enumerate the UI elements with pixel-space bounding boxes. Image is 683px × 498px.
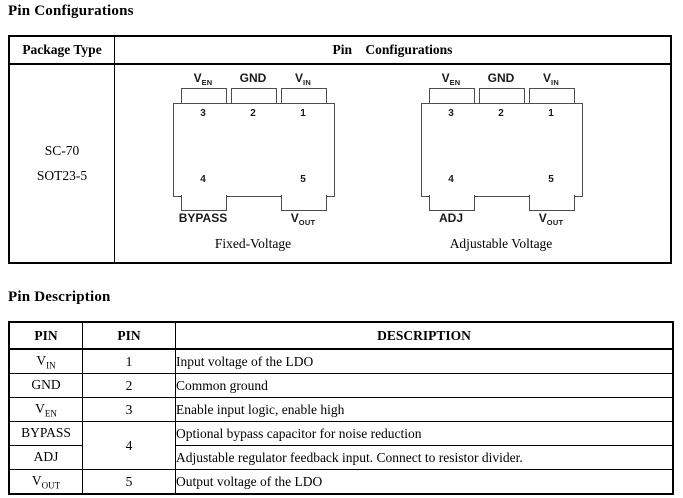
pin-number-cell: 2 [82, 373, 176, 398]
pin-description-cell: Optional bypass capacitor for noise redu… [175, 421, 674, 446]
pin-name-header: PIN [8, 321, 83, 350]
pin-label-vout: VOUT [538, 211, 564, 227]
pin-configurations-title: Pin Configurations [8, 3, 134, 19]
pin-name-ven: VEN [8, 397, 83, 422]
table-row-vout: VOUT 5 Output voltage of the LDO [8, 469, 674, 495]
pin-description-table: PIN PIN DESCRIPTION VIN 1 Input voltage … [8, 321, 674, 495]
pin-tab [429, 195, 475, 211]
pin-number-3: 3 [200, 108, 206, 119]
pin-number-1: 1 [300, 108, 306, 119]
chip-caption-adjustable-voltage: Adjustable Voltage [449, 236, 553, 251]
pin-number-1: 1 [548, 108, 554, 119]
pin-tab [181, 195, 227, 211]
pin-configurations-header: Pin Configurations [114, 35, 672, 65]
pin-tab [529, 88, 575, 104]
pin-label-vin: VIN [295, 71, 311, 87]
pin-description-cell: Output voltage of the LDO [175, 469, 674, 495]
pin-name-gnd: GND [8, 373, 83, 398]
pin-number-2: 2 [498, 108, 504, 119]
pin-number-cell: 3 [82, 397, 176, 422]
pin-label-adj: ADJ [438, 211, 464, 225]
table-row-gnd: GND 2 Common ground [8, 373, 674, 398]
pin-number-3: 3 [448, 108, 454, 119]
chip-body [173, 103, 335, 197]
chip-outline-adjustable: VEN GND VIN 3 2 1 4 5 [399, 71, 603, 229]
config-table-body-row: SC-70 SOT23-5 VEN GND VIN [8, 63, 672, 264]
chip-diagrams-cell: VEN GND VIN 3 2 1 4 5 [114, 63, 672, 264]
pin-tab [181, 88, 227, 104]
pin-tab [231, 88, 277, 104]
pin-label-bypass: BYPASS [178, 211, 228, 225]
pin-tab [529, 195, 575, 211]
table-row-ven: VEN 3 Enable input logic, enable high [8, 397, 674, 422]
pin-description-title: Pin Description [8, 289, 111, 305]
pin-description-cell: Adjustable regulator feedback input. Con… [175, 445, 674, 470]
pin-number-4: 4 [448, 174, 454, 185]
table-row-vin: VIN 1 Input voltage of the LDO [8, 348, 674, 374]
pin-tab [281, 88, 327, 104]
pin-number-2: 2 [250, 108, 256, 119]
package-type-sot23-5: SOT23-5 [36, 168, 88, 183]
pin-description-cell: Input voltage of the LDO [175, 348, 674, 374]
package-type-cell: SC-70 SOT23-5 [8, 63, 115, 264]
pin-description-cell: Enable input logic, enable high [175, 397, 674, 422]
pin-configurations-table: Package Type Pin Configurations SC-70 SO… [8, 35, 672, 264]
pin-label-gnd: GND [487, 71, 515, 85]
pin-label-gnd: GND [239, 71, 267, 85]
pin-number-header: PIN [82, 321, 176, 350]
desc-header-row: PIN PIN DESCRIPTION [8, 321, 674, 350]
chip-caption-fixed-voltage: Fixed-Voltage [214, 236, 292, 251]
pin-tab [429, 88, 475, 104]
pin-number-cell: 1 [82, 348, 176, 374]
chip-outline-fixed: VEN GND VIN 3 2 1 4 5 [151, 71, 355, 229]
pin-number-5: 5 [300, 174, 306, 185]
chip-diagram-fixed-voltage: VEN GND VIN 3 2 1 4 5 [151, 71, 355, 252]
pin-number-cell: 5 [82, 469, 176, 495]
chip-diagrams-row: VEN GND VIN 3 2 1 4 5 [115, 65, 670, 252]
pin-name-vin: VIN [8, 348, 83, 374]
pin-number-4: 4 [200, 174, 206, 185]
pin-name-adj: ADJ [8, 445, 83, 470]
chip-diagram-adjustable-voltage: VEN GND VIN 3 2 1 4 5 [399, 71, 603, 252]
pin-tab [479, 88, 525, 104]
pin-label-vout: VOUT [290, 211, 316, 227]
pin-label-ven: VEN [441, 71, 461, 87]
config-table-header-row: Package Type Pin Configurations [8, 35, 672, 65]
pin-number-5: 5 [548, 174, 554, 185]
description-header: DESCRIPTION [175, 321, 674, 350]
pin-label-ven: VEN [193, 71, 213, 87]
package-type-header: Package Type [8, 35, 115, 65]
table-row-adj: ADJ Adjustable regulator feedback input.… [8, 445, 674, 470]
pin-label-vin: VIN [543, 71, 559, 87]
pin-name-vout: VOUT [8, 469, 83, 495]
pin-tab [281, 195, 327, 211]
pin-number-cell-merged: 4 [82, 421, 176, 470]
pin-description-cell: Common ground [175, 373, 674, 398]
pin-name-bypass: BYPASS [8, 421, 83, 446]
package-type-sc70: SC-70 [44, 143, 80, 158]
table-row-bypass: BYPASS 4 Optional bypass capacitor for n… [8, 421, 674, 470]
chip-body [421, 103, 583, 197]
